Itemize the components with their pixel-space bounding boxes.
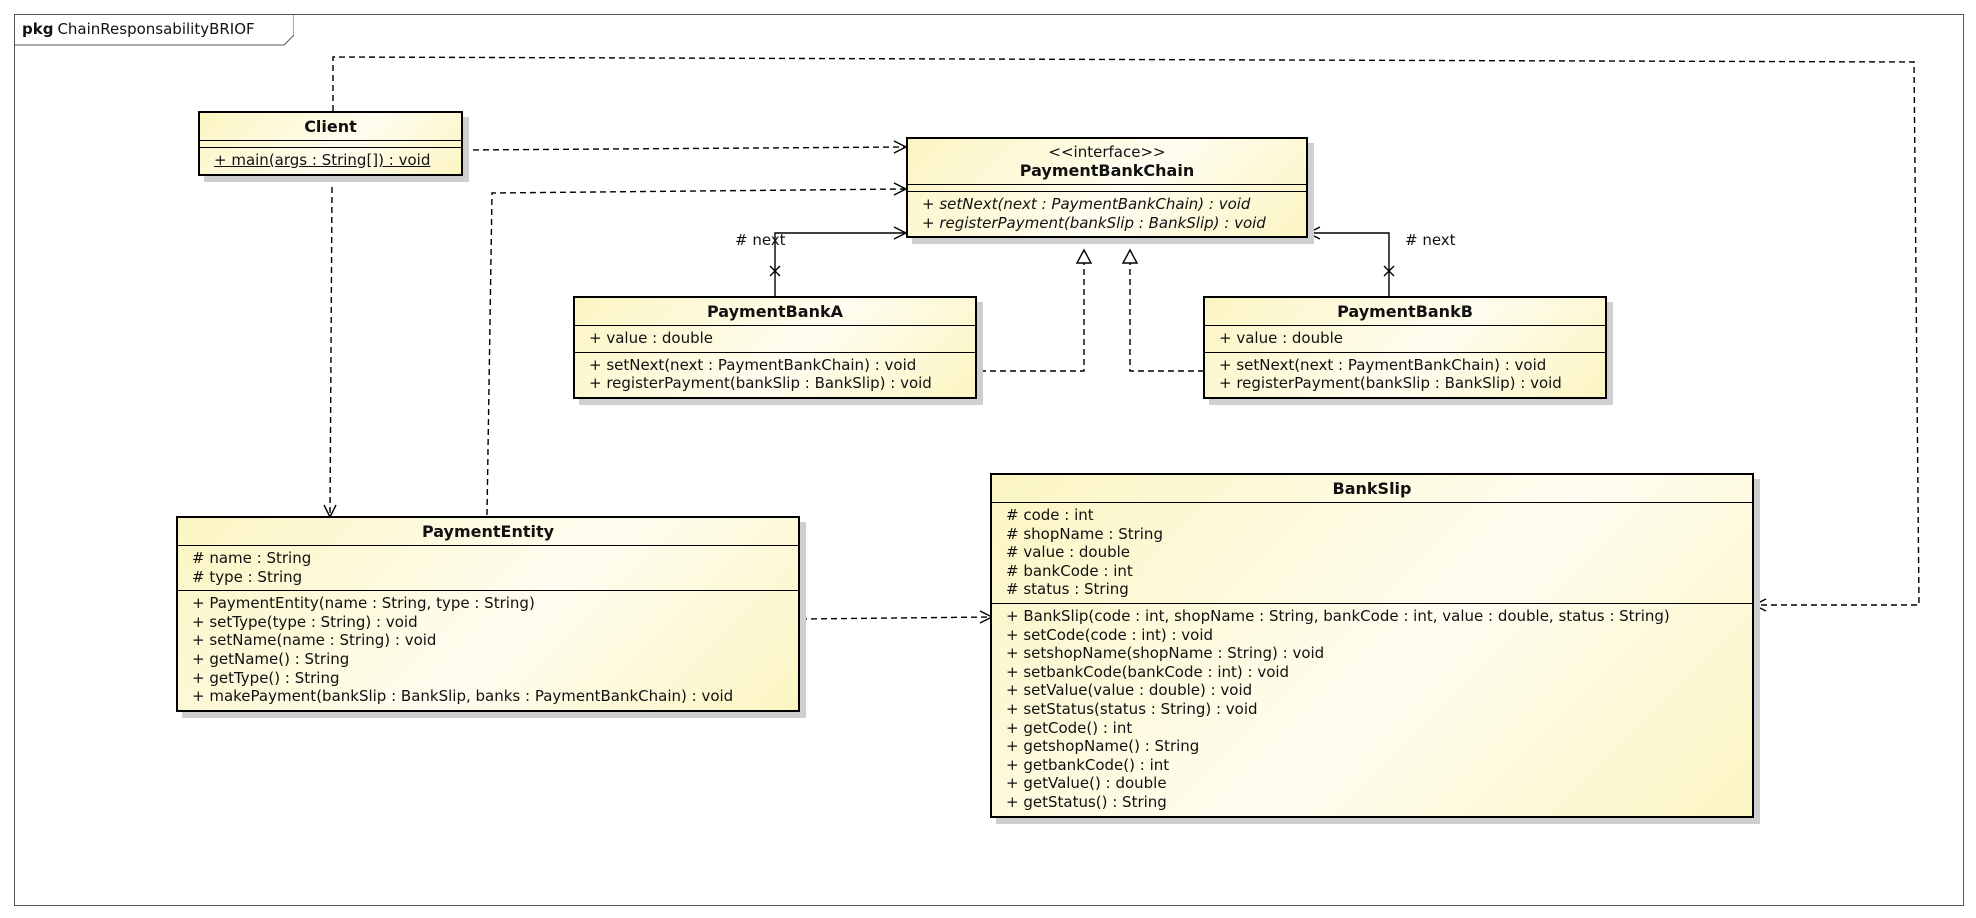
realization-banka-chain [980, 260, 1085, 372]
bankb-attributes: + value : double [1205, 326, 1605, 353]
association-bankb-next [1310, 232, 1390, 296]
attribute-bankb-value: + value : double [1219, 329, 1344, 347]
client-operations: + main(args : String[]) : void [200, 148, 461, 174]
class-payment-bank-a[interactable]: PaymentBankA + value : double + setNext(… [573, 296, 977, 399]
operation-client-main: + main(args : String[]) : void [214, 151, 431, 169]
operation-entity-makepayment: + makePayment(bankSlip : BankSlip, banks… [192, 687, 734, 706]
attribute-slip-code: # code : int [1006, 506, 1094, 524]
class-name-payment-bank-chain: PaymentBankChain [1019, 161, 1195, 180]
client-attributes [200, 141, 461, 148]
operation-bankb-registerpayment: + registerPayment(bankSlip : BankSlip) :… [1219, 374, 1562, 393]
bankb-operations: + setNext(next : PaymentBankChain) : voi… [1205, 353, 1605, 397]
realization-bankb-chain [1129, 260, 1204, 372]
arrowhead-client-slip [1752, 598, 1767, 612]
class-name-bank-slip: BankSlip [1332, 479, 1412, 498]
class-bank-slip[interactable]: BankSlip # code : int # shopName : Strin… [990, 473, 1754, 818]
stereotype-interface: <<interface>> [1048, 143, 1166, 161]
class-name-client: Client [304, 117, 357, 136]
operation-entity-getname: + getName() : String [192, 649, 350, 668]
class-name-payment-bank-a: PaymentBankA [707, 302, 843, 321]
operation-slip-setvalue: + setValue(value : double) : void [1006, 681, 1253, 700]
entity-attributes: # name : String # type : String [178, 546, 798, 592]
operation-slip-getstatus: + getStatus() : String [1006, 792, 1167, 811]
operation-bankb-setnext: + setNext(next : PaymentBankChain) : voi… [1219, 355, 1547, 374]
banka-attributes: + value : double [575, 326, 975, 353]
attribute-slip-shopname: # shopName : String [1006, 524, 1163, 543]
attribute-slip-bankcode: # bankCode : int [1006, 561, 1133, 580]
operation-entity-constructor: + PaymentEntity(name : String, type : St… [192, 594, 535, 613]
operation-slip-constructor: + BankSlip(code : int, shopName : String… [1006, 606, 1670, 625]
operation-entity-settype: + setType(type : String) : void [192, 612, 418, 631]
association-banka-next [774, 232, 904, 296]
attribute-entity-name: # name : String [192, 549, 312, 567]
package-keyword: pkg [22, 20, 54, 38]
realization-triangle-a [1075, 248, 1093, 264]
dependency-entity-slip [800, 616, 991, 620]
cross-banka-next [769, 265, 781, 277]
association-label-banka-next: # next [735, 231, 786, 249]
dependency-client-chain [462, 146, 905, 151]
dependency-client-slip [332, 56, 1920, 606]
class-client[interactable]: Client + main(args : String[]) : void [198, 111, 463, 176]
package-name: ChainResponsabilityBRIOF [57, 20, 255, 38]
operation-slip-setcode: + setCode(code : int) : void [1006, 625, 1214, 644]
attribute-slip-value: # value : double [1006, 543, 1131, 562]
attribute-slip-status: # status : String [1006, 580, 1129, 599]
operation-slip-setshopname: + setshopName(shopName : String) : void [1006, 644, 1325, 663]
package-tab [14, 14, 294, 46]
class-name-payment-entity: PaymentEntity [421, 522, 555, 541]
operation-slip-getshopname: + getshopName() : String [1006, 737, 1200, 756]
chain-attributes [908, 185, 1306, 192]
operation-slip-setbankcode: + setbankCode(bankCode : int) : void [1006, 662, 1290, 681]
operation-slip-getbankcode: + getbankCode() : int [1006, 755, 1170, 774]
operation-slip-setstatus: + setStatus(status : String) : void [1006, 699, 1258, 718]
class-payment-entity[interactable]: PaymentEntity # name : String # type : S… [176, 516, 800, 712]
banka-operations: + setNext(next : PaymentBankChain) : voi… [575, 353, 975, 397]
operation-entity-gettype: + getType() : String [192, 668, 340, 687]
operation-chain-registerpayment: + registerPayment(bankSlip : BankSlip) :… [922, 213, 1266, 232]
package-frame [14, 14, 1964, 906]
dependency-entity-chain [486, 188, 905, 516]
chain-operations: + setNext(next : PaymentBankChain) : voi… [908, 192, 1306, 236]
operation-slip-getcode: + getCode() : int [1006, 718, 1133, 737]
dependency-client-entity [329, 186, 333, 516]
operation-slip-getvalue: + getValue() : double [1006, 774, 1167, 793]
operation-chain-setnext: + setNext(next : PaymentBankChain) : voi… [922, 195, 1251, 213]
class-payment-bank-chain[interactable]: <<interface>> PaymentBankChain + setNext… [906, 137, 1308, 239]
realization-triangle-b [1121, 248, 1139, 264]
attribute-banka-value: + value : double [589, 329, 714, 347]
arrowhead-bankb-next [1306, 226, 1321, 240]
slip-operations: + BankSlip(code : int, shopName : String… [992, 604, 1752, 816]
operation-entity-setname: + setName(name : String) : void [192, 631, 437, 650]
association-label-bankb-next: # next [1405, 231, 1456, 249]
operation-banka-registerpayment: + registerPayment(bankSlip : BankSlip) :… [589, 374, 932, 393]
class-name-payment-bank-b: PaymentBankB [1337, 302, 1473, 321]
cross-bankb-next [1383, 265, 1395, 277]
entity-operations: + PaymentEntity(name : String, type : St… [178, 591, 798, 710]
slip-attributes: # code : int # shopName : String # value… [992, 503, 1752, 604]
class-payment-bank-b[interactable]: PaymentBankB + value : double + setNext(… [1203, 296, 1607, 399]
attribute-entity-type: # type : String [192, 567, 303, 586]
operation-banka-setnext: + setNext(next : PaymentBankChain) : voi… [589, 355, 917, 374]
